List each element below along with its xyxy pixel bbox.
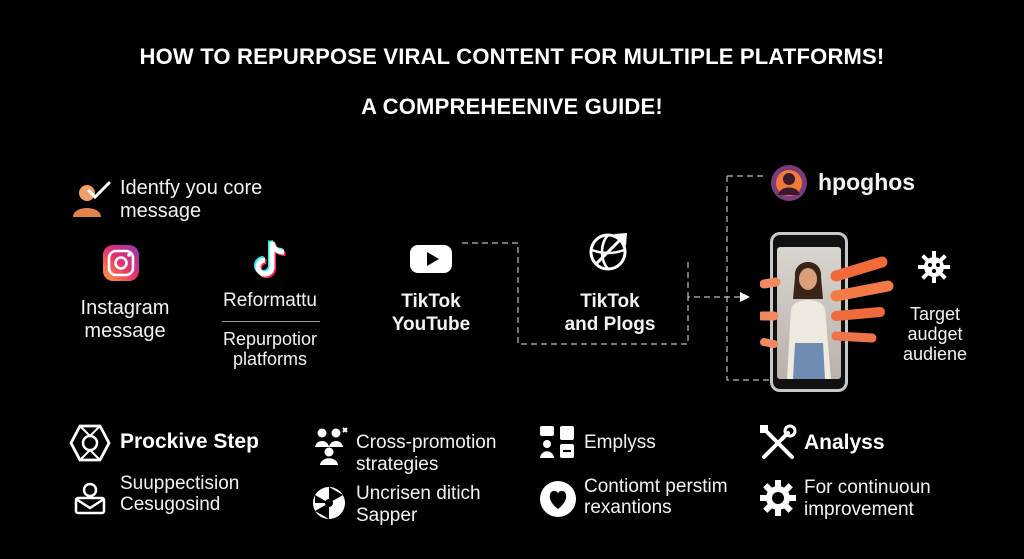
aperture-icon [310,484,348,522]
step-title: Prockive Step [120,430,259,453]
settings-gear-icon [758,478,798,518]
hexagon-icon [68,423,112,463]
tiktok-divider [222,321,320,322]
identify-line2: message [120,200,202,222]
instagram-line1: Instagram [80,297,170,319]
target-line2: audget [907,324,963,344]
arrow-head [740,292,750,302]
swoosh-decoration [760,256,894,348]
improve-line2: improvement [804,499,914,520]
youtube-line1: TikTok [401,291,461,312]
phone-screen [777,247,841,379]
cross-line2: strategies [356,454,439,475]
page-subtitle: A COMPREHEENIVE GUIDE! [361,94,663,119]
target-line1: Target [909,304,961,324]
uncrisen-line1: Uncrisen ditich [356,483,481,504]
tiktok-top-label: Reformattu [223,290,317,311]
plogs-line1: TikTok [580,291,640,312]
emplyss-label: Emplyss [584,432,656,453]
page-title: HOW TO REPURPOSE VIRAL CONTENT FOR MULTI… [139,44,885,69]
improve-line1: For continuoun [804,477,931,498]
youtube-line2: YouTube [391,314,471,335]
connector-youtube-to-plogs [462,242,740,345]
plogs-line2: and Plogs [564,314,656,335]
contiomt-line2: rexantions [584,497,672,518]
contiomt-line1: Contiomt perstim [584,476,728,497]
brand-name: hpoghos [818,169,916,195]
instagram-icon [101,243,141,283]
cross-line1: Cross-promotion [356,432,497,453]
step-sub-line2: Cesugosind [120,494,221,515]
tiktok-bottom-line1: Repurpotior [222,329,318,349]
woman-photo [787,262,831,379]
team-share-icon [310,425,350,465]
heart-badge-icon [537,478,579,520]
connector-brand-branch [726,175,770,381]
audience-gear-icon [916,249,952,285]
person-envelope-icon [72,480,108,516]
youtube-icon [408,243,454,275]
uncrisen-line2: Sapper [356,505,418,526]
tiktok-bottom-line2: platforms [232,349,308,369]
step-sub-line1: Suuppectision [120,473,240,494]
identify-line1: Identfy you core [120,177,263,199]
brand-avatar-icon [768,162,810,204]
instagram-line2: message [84,320,166,342]
tiktok-icon [250,238,294,282]
person-check-icon [70,178,112,220]
analyss-label: Analyss [804,431,885,454]
employees-icon [537,423,577,461]
target-line3: audiene [902,344,968,364]
globe-send-icon [584,228,632,276]
tools-icon [757,422,799,464]
